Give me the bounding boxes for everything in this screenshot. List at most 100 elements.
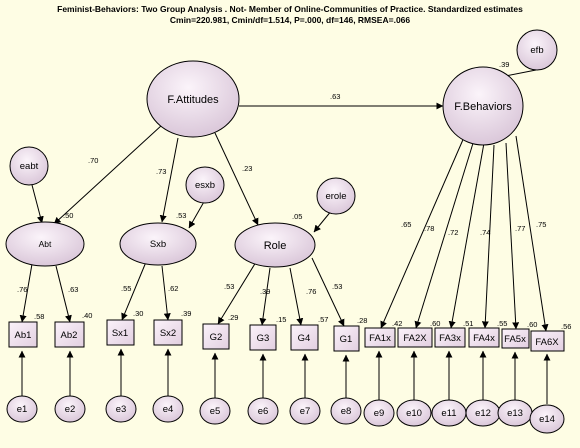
error-e1-label: e1 [17, 404, 28, 415]
coef-role-g3: .39 [260, 287, 270, 296]
error-e11-label: e11 [441, 408, 456, 419]
observed-sx2[interactable] [153, 319, 183, 346]
observed-ab2[interactable] [54, 321, 85, 348]
error-e14-label: e14 [539, 414, 555, 425]
arrow-esxb-sxb [188, 199, 206, 229]
error-e9[interactable] [363, 399, 395, 427]
error-e2[interactable] [54, 395, 86, 423]
error-e2-label: e2 [65, 404, 76, 415]
error-e12-label: e12 [475, 408, 491, 419]
error-e6-label: e6 [258, 406, 269, 417]
coef-behaviors-fa1x: .65 [401, 220, 411, 229]
coef-sxb-sx2: .62 [168, 284, 178, 293]
observed-g2[interactable] [202, 323, 230, 350]
latent-role[interactable] [234, 222, 316, 268]
observed-fa6x-label: FA6X [535, 337, 559, 348]
error-e6[interactable] [247, 397, 279, 425]
latent-attitudes[interactable] [146, 60, 240, 138]
r2-g2: .29 [228, 313, 238, 322]
disturbance-erole[interactable] [316, 177, 356, 215]
observed-g3-label: G3 [257, 333, 270, 344]
disturbance-erole-label: erole [325, 191, 346, 202]
coef-abt-ab2: .63 [68, 285, 78, 294]
arrow-behaviors-fa6x [515, 135, 549, 332]
r2-behaviors: .39 [499, 60, 509, 69]
observed-fa4x[interactable] [468, 327, 500, 348]
coef-attitudes-role: .23 [242, 164, 252, 173]
arrow-behaviors-fa1x [380, 134, 466, 329]
observed-g1[interactable] [333, 325, 360, 352]
arrow-abt-ab2 [55, 265, 72, 323]
arrow-eabt-abt [31, 184, 44, 224]
disturbance-eabt-label: eabt [20, 161, 39, 172]
observed-fa4x-label: FA4x [473, 333, 495, 344]
latent-attitudes-label: F.Attitudes [167, 94, 219, 106]
r2-g4: .57 [318, 315, 328, 324]
latent-behaviors-label: F.Behaviors [454, 101, 512, 113]
arrow-erole-role [313, 209, 333, 233]
observed-fa6x[interactable] [530, 330, 565, 352]
r2-fa4x: .55 [497, 319, 507, 328]
observed-g2-label: G2 [210, 332, 223, 343]
error-e7[interactable] [289, 397, 321, 425]
disturbance-esxb[interactable] [185, 166, 225, 204]
error-e13-label: e13 [507, 408, 523, 419]
arrow-sxb-sx1 [121, 261, 147, 321]
observed-g3[interactable] [249, 324, 277, 351]
latent-abt[interactable] [5, 221, 85, 267]
observed-fa1x[interactable] [364, 327, 396, 348]
observed-fa5x[interactable] [501, 328, 530, 349]
r2-sx1: .30 [133, 309, 143, 318]
error-e3-label: e3 [116, 404, 127, 415]
error-e8[interactable] [330, 397, 362, 425]
error-e5[interactable] [199, 397, 231, 425]
disturbance-eabt[interactable] [9, 146, 49, 186]
latent-abt-label: Abt [39, 239, 52, 249]
arrow-behaviors-fa2x [414, 139, 475, 329]
error-e3[interactable] [105, 395, 137, 423]
error-e9-label: e9 [374, 408, 385, 419]
latent-sxb-label: Sxb [150, 239, 166, 250]
observed-sx1[interactable] [106, 319, 135, 346]
observed-g4[interactable] [290, 324, 319, 351]
coef-behaviors-fa2x: .78 [424, 224, 434, 233]
arrow-role-g1 [311, 257, 345, 327]
coef-behaviors-fa6x: .75 [536, 220, 546, 229]
coef-attitudes-sxb: .73 [156, 167, 166, 176]
coef-behaviors-fa5x: .77 [515, 224, 525, 233]
error-e14[interactable] [529, 404, 565, 434]
observed-ab2-label: Ab2 [61, 330, 78, 341]
r2-ab1: .58 [34, 312, 44, 321]
disturbance-efb-label: efb [530, 45, 543, 56]
arrow-sxb-sx2 [161, 265, 171, 321]
error-e7-label: e7 [300, 406, 311, 417]
error-e8-label: e8 [341, 406, 352, 417]
r-squared-values: .39 .50 .53 .05 .58 .40 .30 .39 .29 .15 … [34, 60, 571, 331]
latent-behaviors[interactable] [442, 66, 524, 146]
observed-fa5x-label: FA5x [504, 334, 526, 345]
observed-ab1-label: Ab1 [15, 330, 32, 341]
r2-fa3x: .51 [463, 319, 473, 328]
observed-fa2x-label: FA2X [403, 333, 427, 344]
arrow-abt-ab1 [19, 263, 33, 323]
arrow-role-g2 [217, 261, 257, 325]
fit-statistics: Cmin=220.981, Cmin/df=1.514, P=.000, df=… [170, 15, 411, 25]
error-e4[interactable] [152, 395, 184, 423]
error-e4-label: e4 [163, 404, 174, 415]
observed-fa3x[interactable] [434, 327, 466, 348]
latent-sxb[interactable] [119, 222, 197, 266]
coef-role-g2: .53 [224, 282, 234, 291]
disturbance-efb[interactable] [516, 29, 558, 71]
path-coefficients: .63 .70 .73 .23 .76 .63 .55 .62 .53 .39 … [17, 92, 546, 296]
diagram-title: Feminist-Behaviors: Two Group Analysis .… [57, 4, 523, 14]
observed-fa1x-label: FA1x [369, 333, 391, 344]
observed-fa2x[interactable] [397, 327, 433, 348]
error-e1[interactable] [6, 395, 38, 423]
error-e10[interactable] [396, 399, 432, 427]
arrow-role-g3 [259, 267, 271, 326]
observed-ab1[interactable] [8, 321, 38, 348]
r2-g3: .15 [276, 315, 286, 324]
r2-sxb: .53 [176, 211, 186, 220]
observed-fa3x-label: FA3x [439, 333, 461, 344]
